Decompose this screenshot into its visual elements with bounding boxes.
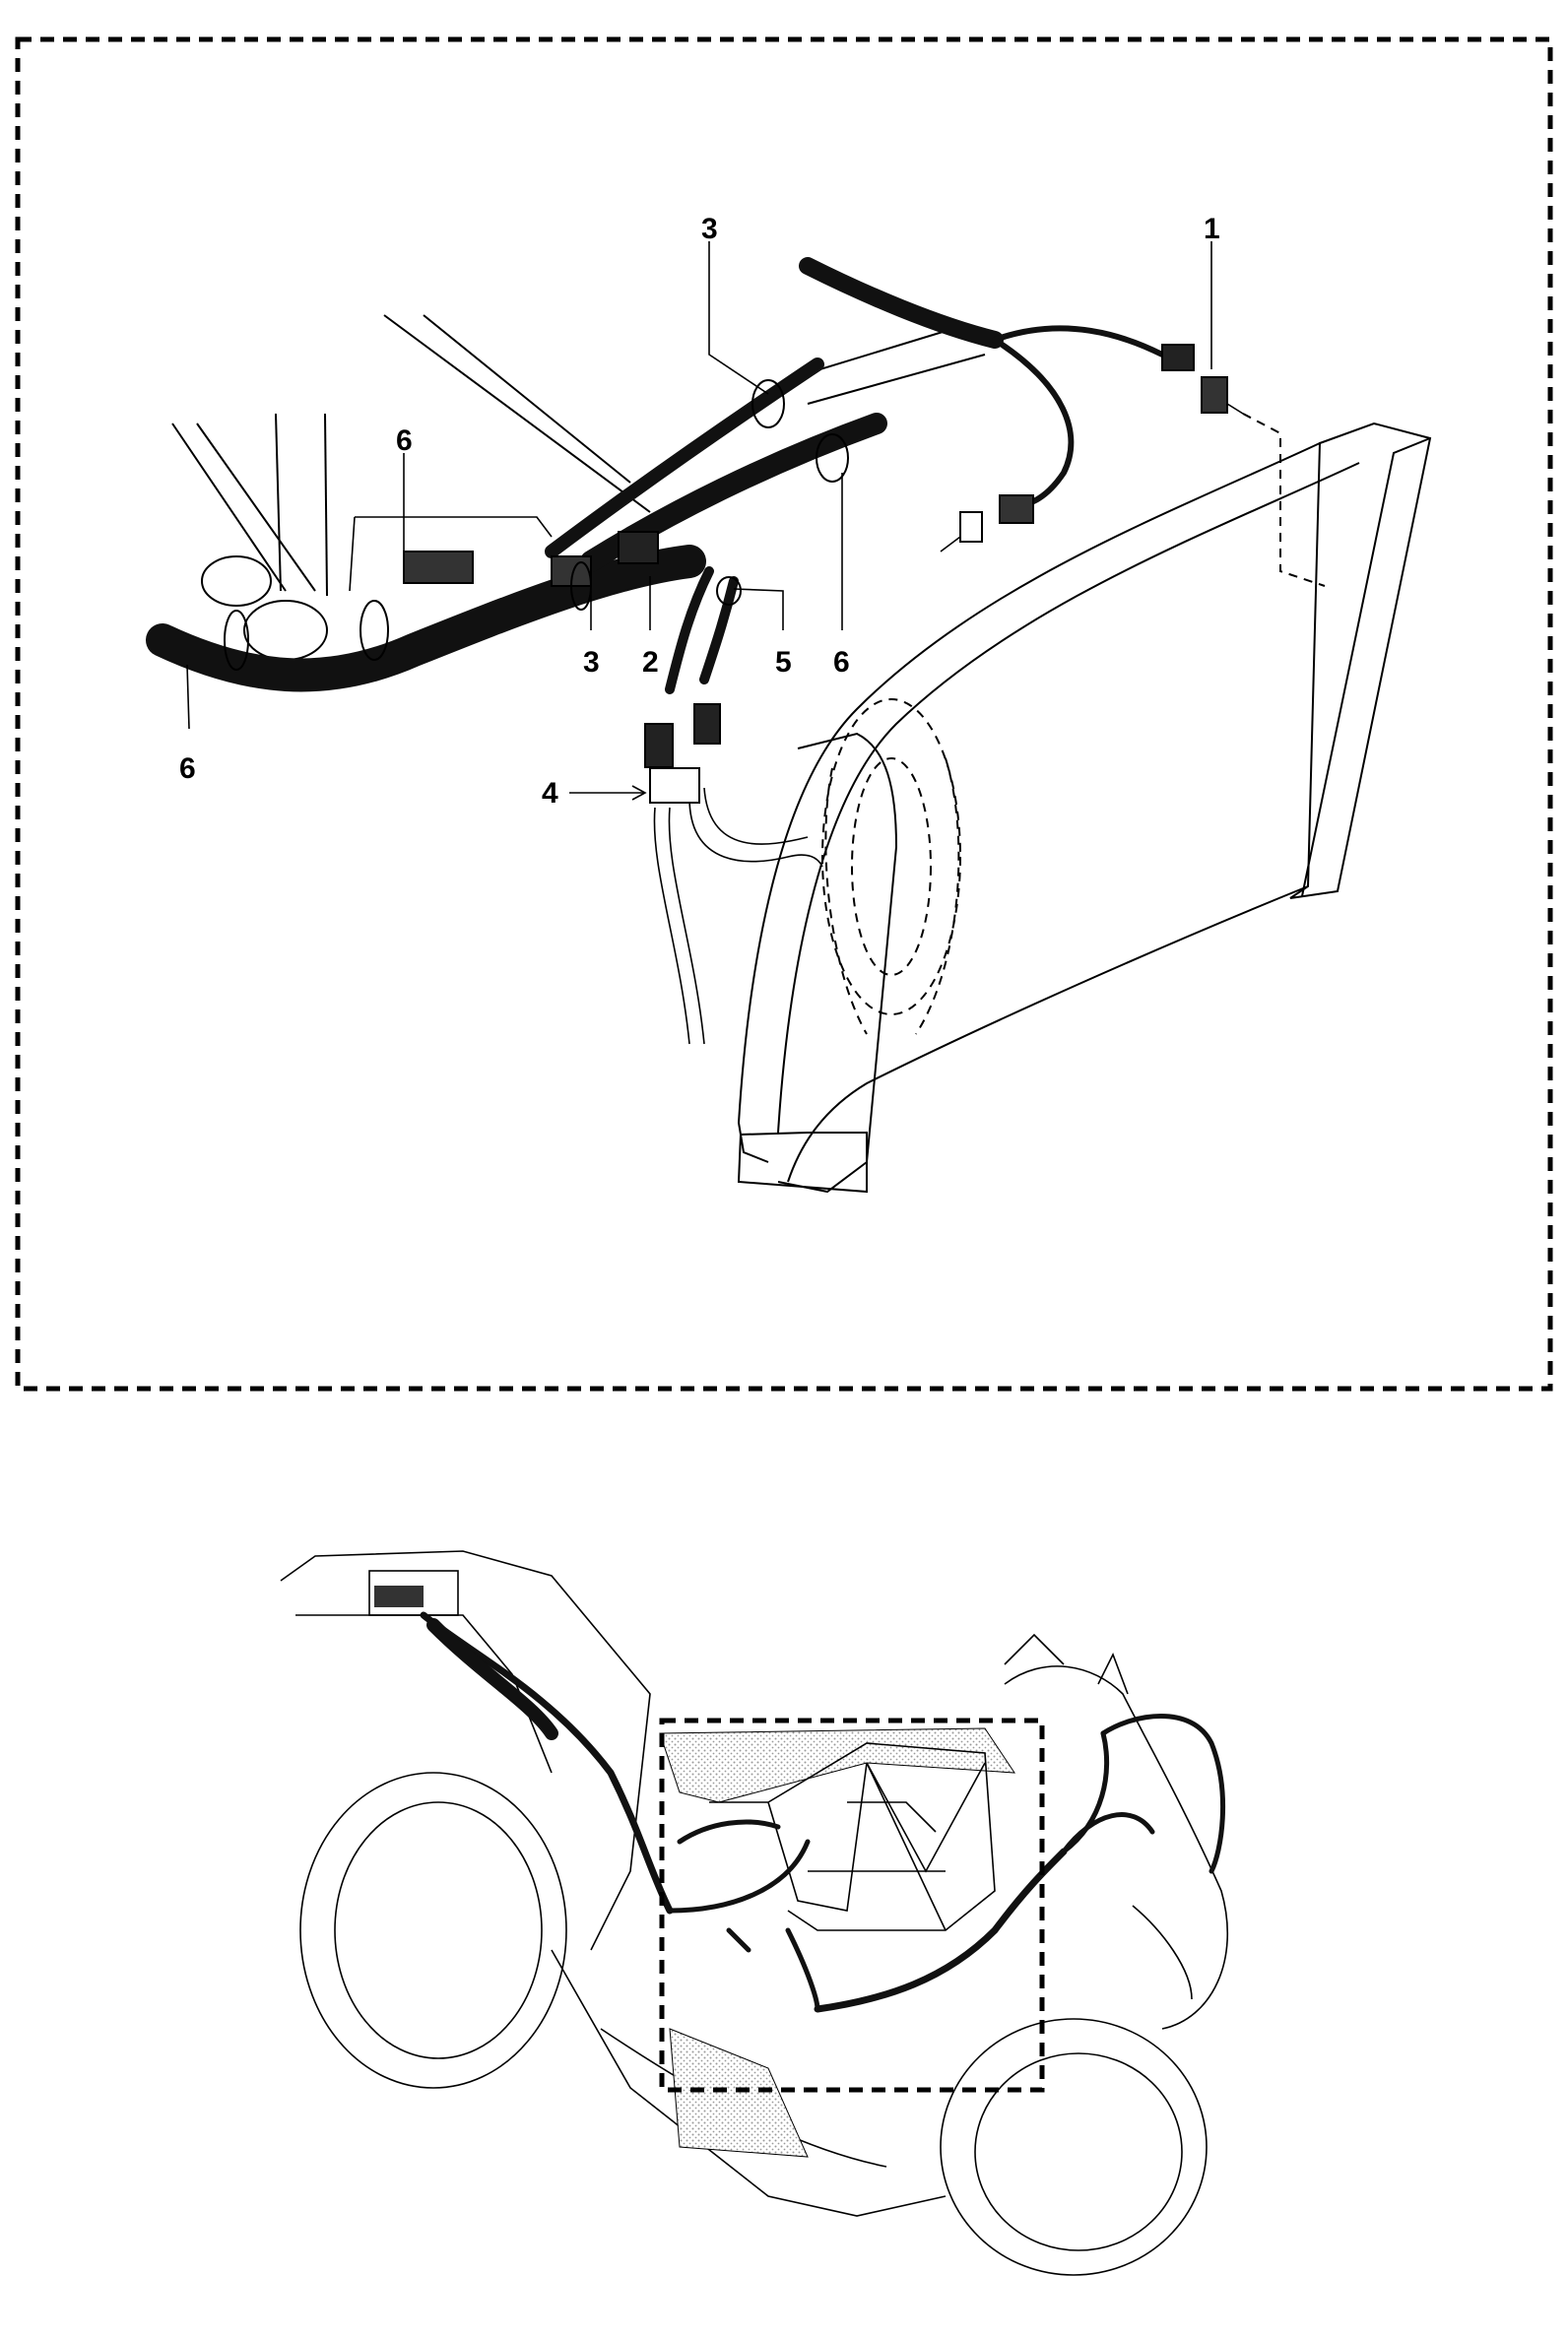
connector-block-6	[403, 551, 474, 584]
radiator	[737, 422, 1432, 1194]
callout-2: 2	[642, 646, 659, 679]
motorcycle-overview	[280, 1550, 1229, 2276]
spare-sensor	[959, 511, 983, 543]
callout-6c: 6	[179, 752, 196, 785]
spare-connector	[999, 494, 1034, 524]
zoom-frame	[659, 1718, 1045, 2093]
connectors	[403, 344, 1326, 804]
frame-lattice	[709, 1742, 996, 1931]
fan-leads	[653, 787, 823, 1045]
connector-block-2	[618, 531, 659, 564]
frame-tubes	[171, 314, 986, 661]
sensor-connector	[1161, 344, 1195, 371]
callout-3a: 3	[701, 213, 718, 245]
main-harness	[146, 257, 1165, 694]
cable-ties	[224, 379, 849, 671]
callout-6b: 6	[833, 646, 850, 679]
callout-1: 1	[1204, 213, 1220, 245]
callout-5: 5	[775, 646, 792, 679]
callout-6a: 6	[396, 424, 413, 457]
callout-3b: 3	[583, 646, 600, 679]
connector-4b	[693, 703, 721, 745]
connector-4a	[644, 723, 674, 768]
fan-shroud	[821, 698, 961, 1035]
connector-4c	[649, 767, 700, 804]
temp-sensor-1	[1201, 376, 1228, 414]
tank-stipple	[659, 1727, 1015, 2158]
callout-4: 4	[542, 777, 558, 810]
detail-frame	[15, 36, 1553, 1392]
leader-lines	[186, 241, 1212, 801]
